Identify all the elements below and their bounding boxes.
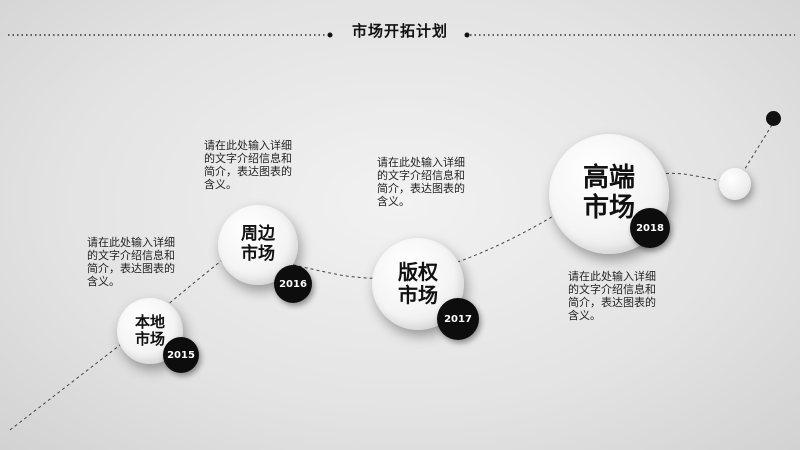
desc-line: 含义。	[568, 309, 601, 322]
year-badge-2017: 2017	[437, 298, 479, 340]
header-dot-left	[327, 32, 333, 38]
header-dot-right	[464, 32, 470, 38]
desc-line: 的文字介绍信息和	[204, 152, 292, 165]
timeline-path	[9, 119, 776, 431]
milestone-name-line1: 版权	[398, 260, 438, 284]
desc-line: 简介，表达图表的	[204, 165, 292, 178]
milestone-name-line2: 市场	[582, 193, 635, 223]
milestone-description-copyright: 请在此处输入详细 的文字介绍信息和 简介，表达图表的 含义。	[377, 156, 492, 208]
desc-line: 含义。	[377, 195, 410, 208]
desc-line: 含义。	[87, 275, 120, 288]
milestone-description-surrounding: 请在此处输入详细 的文字介绍信息和 简介，表达图表的 含义。	[204, 139, 319, 191]
year-badge-2018: 2018	[630, 208, 670, 248]
desc-line: 含义。	[204, 178, 237, 191]
desc-line: 请在此处输入详细	[204, 139, 292, 152]
year-badge-2016: 2016	[274, 265, 312, 303]
milestone-description-local: 请在此处输入详细 的文字介绍信息和 简介，表达图表的 含义。	[87, 236, 202, 288]
desc-line: 简介，表达图表的	[377, 182, 465, 195]
desc-line: 请在此处输入详细	[377, 156, 465, 169]
milestone-name-line2: 市场	[134, 330, 165, 348]
desc-line: 的文字介绍信息和	[568, 283, 656, 296]
year-badge-2015: 2015	[163, 337, 199, 373]
milestone-name-line2: 市场	[398, 283, 438, 307]
end-ball	[719, 168, 751, 200]
milestone-description-high-end: 请在此处输入详细 的文字介绍信息和 简介，表达图表的 含义。	[568, 270, 683, 322]
milestone-name-line2: 市场	[241, 244, 275, 264]
desc-line: 请在此处输入详细	[87, 236, 175, 249]
desc-line: 简介，表达图表的	[568, 296, 656, 309]
desc-line: 简介，表达图表的	[87, 262, 175, 275]
milestone-name-line1: 周边	[241, 224, 275, 245]
milestone-name-line1: 高端	[582, 163, 635, 194]
milestone-circle-surrounding: 周边 市场	[218, 205, 298, 285]
desc-line: 的文字介绍信息和	[87, 249, 175, 262]
desc-line: 请在此处输入详细	[568, 270, 656, 283]
page-title: 市场开拓计划	[351, 22, 448, 40]
end-dot	[766, 111, 781, 126]
desc-line: 的文字介绍信息和	[377, 169, 465, 182]
milestone-name-line1: 本地	[134, 312, 165, 331]
